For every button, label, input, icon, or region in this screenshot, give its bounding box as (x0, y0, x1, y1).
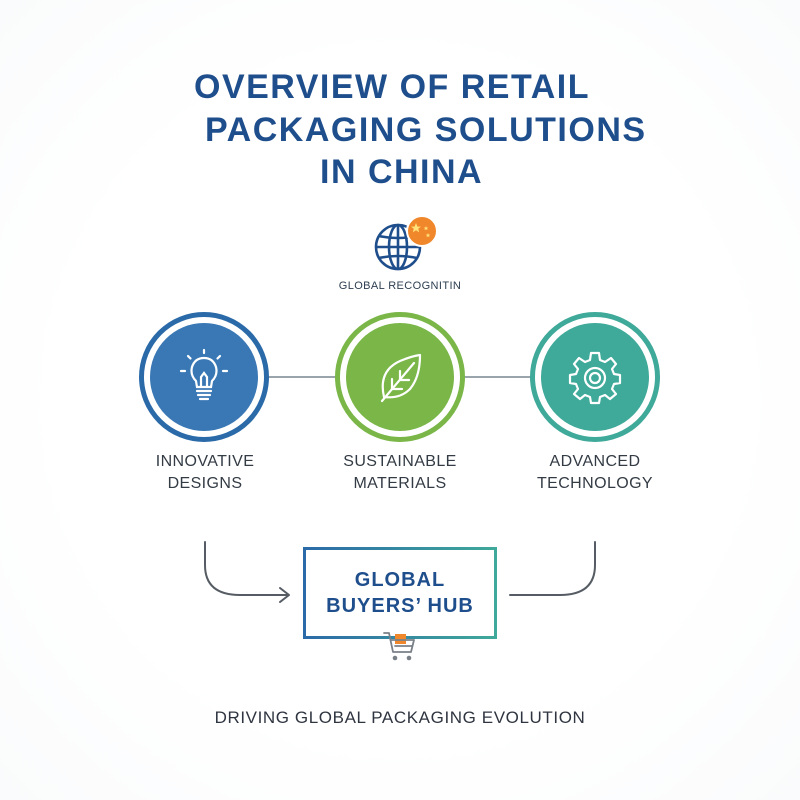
innovative-designs-node (139, 312, 269, 442)
feature-label-line: ADVANCED (549, 453, 641, 470)
lightbulb-icon (179, 348, 229, 401)
shopping-cart-icon (383, 632, 415, 661)
leaf-icon (380, 353, 422, 403)
gear-icon (568, 351, 622, 405)
feature-label-innovative-designs: INNOVATIVE DESIGNS (115, 451, 295, 495)
feature-label-line: MATERIALS (353, 475, 447, 492)
feature-label-sustainable-materials: SUSTAINABLE MATERIALS (310, 451, 490, 495)
feature-label-line: SUSTAINABLE (343, 453, 457, 470)
hub-title-line-2: BUYERS’ HUB (326, 595, 474, 617)
footer-tagline: DRIVING GLOBAL PACKAGING EVOLUTION (214, 708, 586, 727)
global-recognition-label: GLOBAL RECOGNITIN (338, 280, 462, 292)
title-line-1: OVERVIEW OF RETAIL (194, 68, 590, 106)
sustainable-materials-node (335, 312, 465, 442)
advanced-technology-node (530, 312, 660, 442)
feature-label-line: INNOVATIVE (155, 453, 255, 470)
right-flow-line (509, 541, 596, 596)
hub-title-line-1: GLOBAL (354, 569, 446, 591)
global-buyers-hub-box: GLOBAL BUYERS’ HUB (303, 547, 497, 639)
left-flow-arrow (204, 541, 289, 596)
feature-label-line: DESIGNS (167, 475, 243, 492)
title-line-2: PACKAGING SOLUTIONS (205, 111, 647, 149)
feature-label-line: TECHNOLOGY (536, 475, 653, 492)
left-arrow-head (279, 587, 290, 603)
globe-with-star-icon (374, 215, 438, 271)
title-line-3: IN CHINA (320, 153, 484, 191)
feature-label-advanced-technology: ADVANCED TECHNOLOGY (505, 451, 685, 495)
